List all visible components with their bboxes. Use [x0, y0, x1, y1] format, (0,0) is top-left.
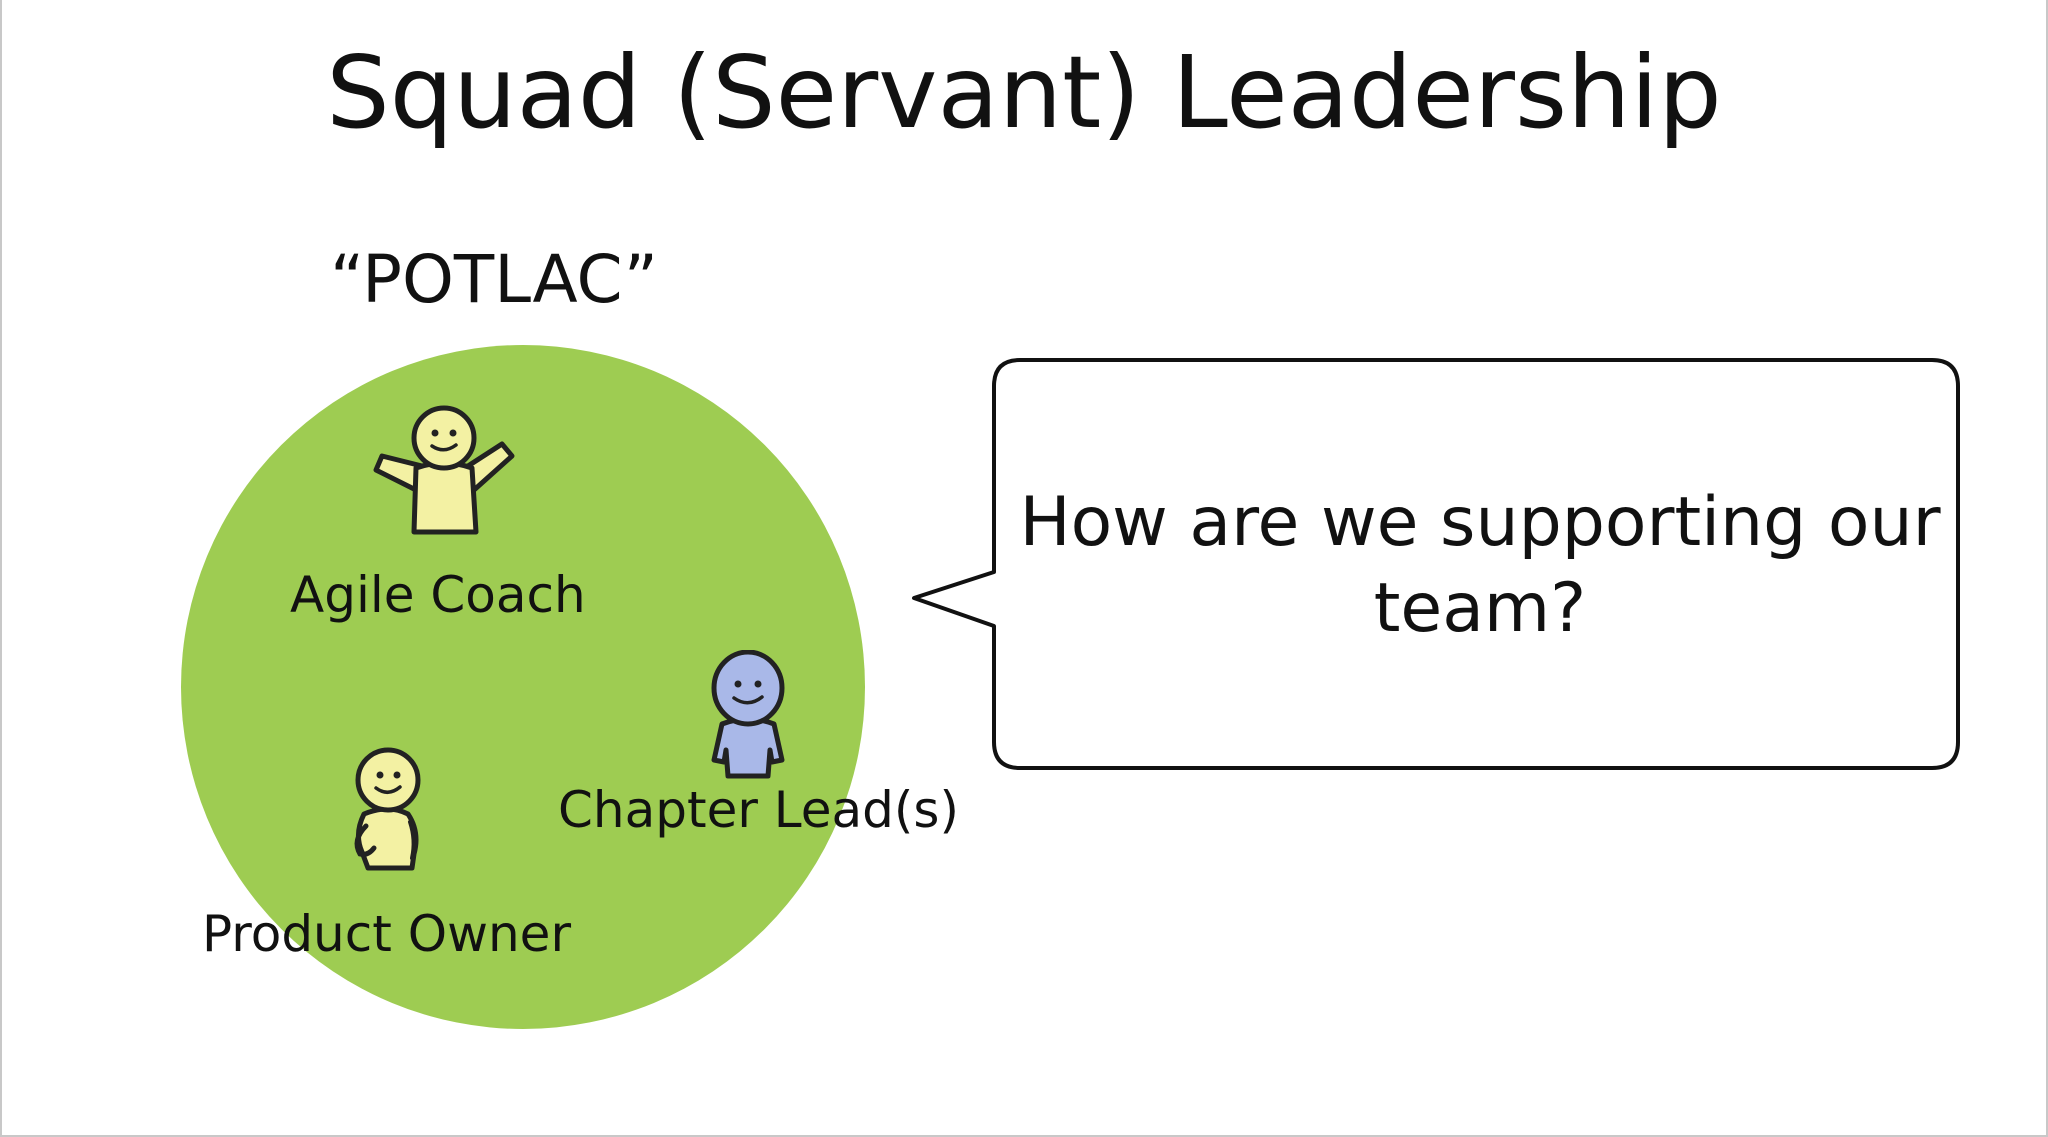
slide-title: Squad (Servant) Leadership [326, 34, 1722, 151]
slide-border-right [2046, 0, 2048, 1137]
potlac-subtitle: “POTLAC” [330, 241, 659, 318]
slide-border-left [0, 0, 2, 1137]
role-label-product-owner: Product Owner [202, 905, 571, 963]
callout-question: How are we supporting our team? [1019, 483, 1941, 648]
yellow-person-hand-on-hip-icon [354, 747, 421, 871]
yellow-person-arms-open-icon [373, 405, 515, 535]
blue-person-icon [711, 650, 785, 779]
role-label-chapter-lead: Chapter Lead(s) [558, 781, 959, 839]
slide-border-bottom [0, 1135, 2048, 1137]
role-label-agile-coach: Agile Coach [290, 566, 586, 624]
